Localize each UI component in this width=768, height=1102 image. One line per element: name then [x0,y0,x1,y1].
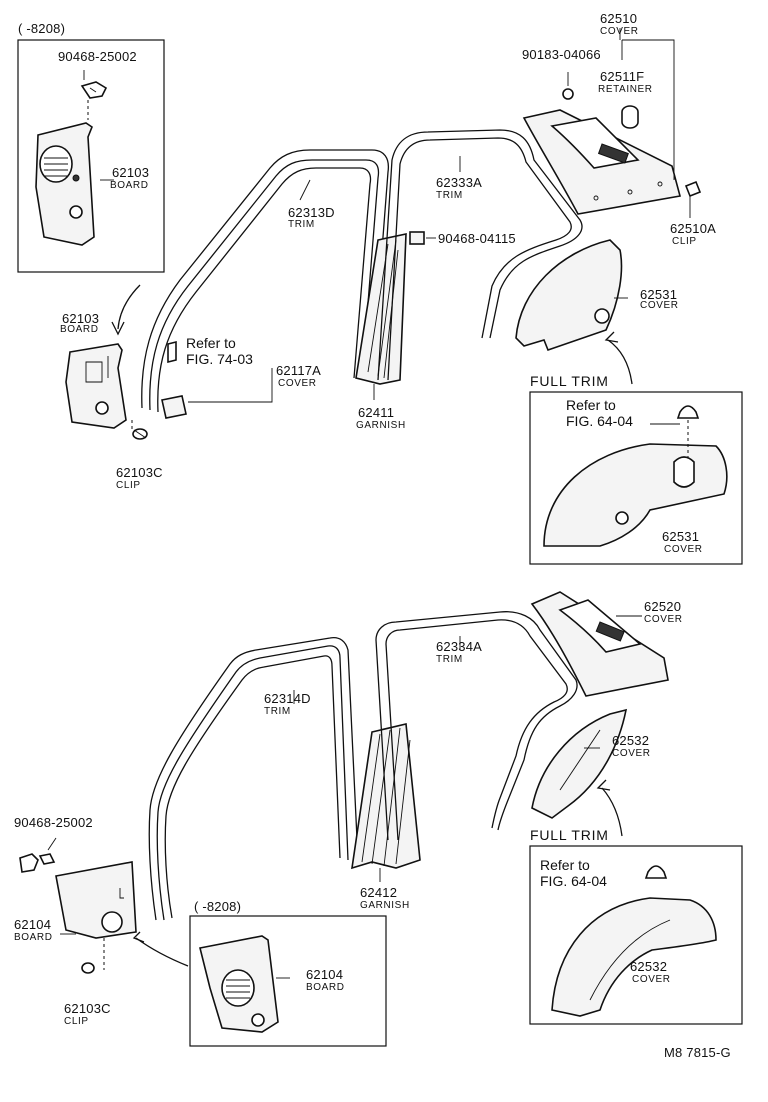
full-trim-heading-bottom: FULL TRIM [530,827,609,843]
cover-62510 [522,109,681,215]
refer-cover-line2: FIG. 74-03 [186,351,253,367]
clip-90468-04115 [409,231,425,245]
clip-62510a [684,180,702,198]
clip-62103c-bottom [81,962,95,974]
inset-range-top: ( -8208) [18,21,66,36]
label-trim-rear-bottom: TRIM [436,654,463,665]
label-62411: 62411 [358,405,395,420]
arrow-head-inset-bottom [132,931,145,943]
label-62313d: 62313D [288,205,335,220]
full-trim-box-bottom [529,845,743,1025]
cover-wheel-62532 [531,708,628,819]
clip-90468-25002-bottom [19,853,56,873]
full-trim-heading-top: FULL TRIM [530,373,609,389]
label-62103c-bottom: 62103C [64,1001,111,1016]
arrow-head-full-trim-top [604,331,619,343]
trim-62314d [148,636,359,921]
label-clip: CLIP [116,480,141,491]
label-cover-top: COVER [600,26,639,37]
trim-62334a [375,611,578,841]
label-board-inset-bottom: BOARD [306,982,345,993]
label-cover-a: COVER [278,378,317,389]
cover-62520 [530,591,669,697]
label-62532-full: 62532 [630,959,668,974]
label-garnish: GARNISH [356,420,406,431]
inset-board-62104 [199,935,279,1033]
trim-62313d [141,149,390,413]
label-62314d: 62314D [264,691,311,706]
cover-62117a [161,340,187,419]
label-garnish-bottom: GARNISH [360,900,410,911]
label-62510: 62510 [600,11,638,26]
label-cover-full-top: COVER [664,544,703,555]
label-90468-04115: 90468-04115 [438,231,516,246]
label-90468-25002-inset: 90468-25002 [58,49,137,64]
full-refer-line1-top: Refer to [566,397,616,413]
inset-box-bottom [189,915,387,1047]
arrow-full-trim-bottom [601,787,623,837]
label-board: BOARD [60,324,99,335]
label-90183-04066: 90183-04066 [522,47,601,62]
inset-board-top [35,122,95,246]
full-refer-line1-bottom: Refer to [540,857,590,873]
label-trim-front: TRIM [288,219,315,230]
figure-code: M8 7815-G [664,1045,731,1060]
label-retainer: RETAINER [598,84,653,95]
full-cover-62532 [551,897,717,1017]
inset-box-top [17,39,165,273]
label-62510a: 62510A [670,221,717,236]
label-62103-inset: 62103 [112,165,150,180]
label-board-bottom: BOARD [14,932,53,943]
label-clip-top: CLIP [672,236,697,247]
full-refer-line2-top: FIG. 64-04 [566,413,633,429]
label-board-inset: BOARD [110,180,149,191]
clip-62103c [132,428,148,440]
label-62520: 62520 [644,599,682,614]
label-62104-inset: 62104 [306,967,344,982]
label-cover-wheel-bottom: COVER [612,748,651,759]
board-62103 [65,343,127,429]
label-62531: 62531 [640,287,678,302]
leader-62510 [619,28,675,180]
board-62104 [55,861,137,939]
full-refer-line2-bottom: FIG. 64-04 [540,873,607,889]
arrow-head-full-trim-bottom [596,779,611,791]
screw-90183-04066 [562,88,574,100]
inset-clip-top [80,70,108,99]
label-cover-wheel: COVER [640,300,679,311]
trim-62333a [377,129,583,381]
label-62103: 62103 [62,311,100,326]
full-nut-top [676,405,700,419]
label-90468-25002-bottom: 90468-25002 [14,815,93,830]
full-nut-bottom [644,865,668,879]
retainer-62511f [621,105,639,129]
arrow-full-trim-top [607,339,633,385]
arrow-head-inset-top [111,321,125,336]
label-trim-rear: TRIM [436,190,463,201]
cover-wheel-62531 [515,239,623,352]
inset-range-bottom: ( -8208) [194,899,242,914]
leader-62313d [299,179,311,201]
label-62531-full: 62531 [662,529,700,544]
leader-62117a [188,368,273,403]
label-62511f: 62511F [600,69,645,84]
label-62117a: 62117A [276,363,322,378]
label-62334a: 62334A [436,639,483,654]
label-trim-front-bottom: TRIM [264,706,291,717]
label-cover-quarter: COVER [644,614,683,625]
label-62333a: 62333A [436,175,483,190]
label-62104: 62104 [14,917,52,932]
label-62103c: 62103C [116,465,163,480]
refer-cover-line1: Refer to [186,335,236,351]
full-trim-box-top [529,391,743,565]
label-clip-bottom: CLIP [64,1016,89,1027]
leader-90468-bottom [47,837,57,851]
label-cover-full-bottom: COVER [632,974,671,985]
arrow-inset-top [117,284,141,330]
full-cover-62531 [543,443,728,547]
label-62532: 62532 [612,733,650,748]
label-62412: 62412 [360,885,398,900]
